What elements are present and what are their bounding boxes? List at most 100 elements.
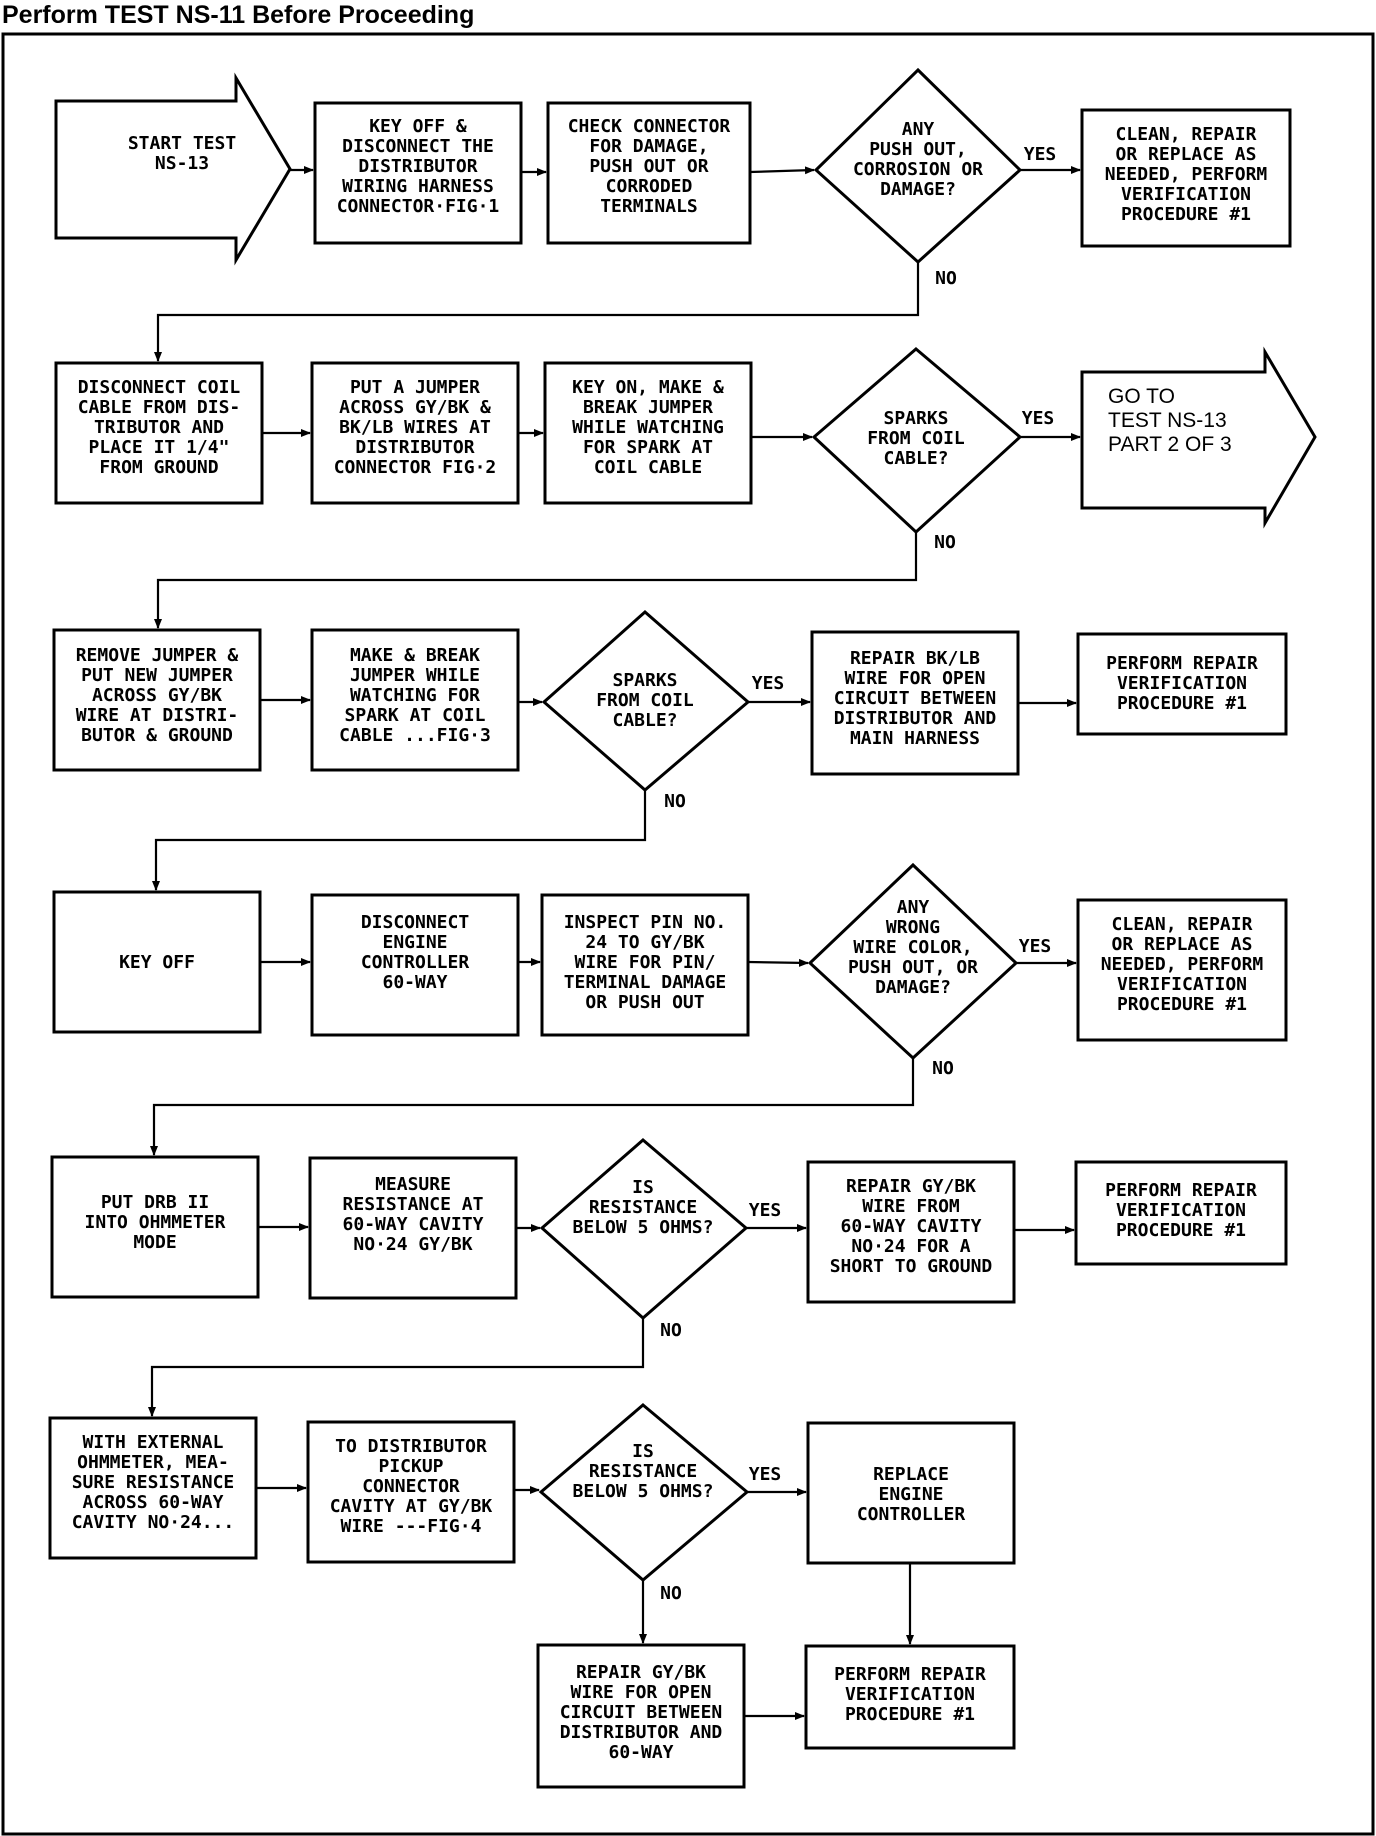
key-on-box: [543, 361, 753, 505]
text-line: NO·24 GY/BK: [353, 1234, 472, 1255]
outer-frame: [1, 32, 1375, 1836]
key-off-box: [52, 890, 262, 1034]
text-line: DISTRIBUTOR: [355, 437, 474, 458]
text-line: MODE: [133, 1232, 176, 1253]
no-label: NO: [934, 532, 956, 553]
no-label: NO: [664, 791, 686, 812]
text-line: OR REPLACE AS: [1116, 144, 1257, 165]
text-line: PLACE IT 1/4": [89, 437, 230, 458]
yes-label: YES: [1022, 408, 1055, 429]
text-line: 24 TO GY/BK: [585, 932, 704, 953]
text-line: BREAK JUMPER: [583, 397, 713, 418]
text-line: NS-13: [155, 153, 209, 174]
arrow-decision1-no: [154, 262, 920, 362]
text-line: IS: [632, 1441, 654, 1462]
yes-label: YES: [1024, 144, 1057, 165]
text-line: WIRE FROM: [862, 1196, 960, 1217]
put-jumper-box: [310, 361, 520, 505]
text-line: CORRODED: [606, 176, 693, 197]
text-line: TEST NS-13: [1108, 409, 1227, 432]
start-arrow-shape: [54, 72, 292, 266]
text-line: OHMMETER, MEA-: [77, 1452, 229, 1473]
text-line: PERFORM REPAIR: [1106, 653, 1258, 674]
arrow-decision3-no: [152, 790, 647, 891]
text-line: DISTRIBUTOR AND: [834, 708, 997, 729]
text-line: PICKUP: [378, 1456, 443, 1477]
yes-label: YES: [749, 1464, 782, 1485]
text-line: FROM COIL: [867, 428, 965, 449]
arrow-decision5-no: [148, 1318, 645, 1417]
text-line: WIRE FOR PIN/: [575, 952, 716, 973]
text-line: REPLACE: [873, 1464, 949, 1485]
text-line: PROCEDURE #1: [845, 1704, 975, 1725]
measure-resistance-box: [308, 1156, 518, 1300]
text-line: FROM COIL: [596, 690, 694, 711]
text-line: KEY OFF &: [369, 116, 467, 137]
no-label: NO: [935, 268, 957, 289]
make-break-box: [310, 628, 520, 772]
text-line: WIRE ---FIG·4: [341, 1516, 482, 1537]
inspect-pin-box: [540, 893, 750, 1037]
text-line: CORROSION OR: [853, 159, 983, 180]
repair-open-box: [536, 1643, 746, 1789]
clean-repair-box-2: [1076, 898, 1288, 1042]
key-off-text: KEY OFF: [119, 952, 195, 973]
text-line: VERIFICATION: [845, 1684, 975, 1705]
text-line: RESISTANCE: [589, 1461, 697, 1482]
text-line: DAMAGE?: [875, 977, 951, 998]
text-line: 60-WAY: [608, 1742, 673, 1763]
key-off-disconnect-box: [313, 101, 523, 245]
text-line: SPARKS: [612, 670, 677, 691]
text-line: WITH EXTERNAL: [83, 1432, 224, 1453]
repair-gybk-short-box: [806, 1160, 1016, 1304]
to-distributor-box: [306, 1420, 516, 1564]
text-line: CONTROLLER: [361, 952, 470, 973]
text-line: CABLE?: [612, 710, 677, 731]
disconnect-coil-box: [54, 361, 264, 505]
text-line: CHECK CONNECTOR: [568, 116, 731, 137]
text-line: OR REPLACE AS: [1112, 934, 1253, 955]
text-line: PERFORM REPAIR: [834, 1664, 986, 1685]
text-line: PUT NEW JUMPER: [81, 665, 233, 686]
text-line: FROM GROUND: [99, 457, 218, 478]
text-line: DAMAGE?: [880, 179, 956, 200]
page-title: Perform TEST NS-11 Before Proceeding: [2, 1, 474, 29]
disconnect-ec-box: [310, 893, 520, 1037]
text-line: SPARK AT COIL: [345, 705, 486, 726]
text-line: CONTROLLER: [857, 1504, 966, 1525]
text-line: WHILE WATCHING: [572, 417, 724, 438]
text-line: COIL CABLE: [594, 457, 702, 478]
text-line: SURE RESISTANCE: [72, 1472, 235, 1493]
text-line: CAVITY NO·24...: [72, 1512, 235, 1533]
text-line: CIRCUIT BETWEEN: [560, 1702, 723, 1723]
arrow-check-to-decision: [749, 166, 815, 175]
text-line: MEASURE: [375, 1174, 451, 1195]
arrow-decision4-no: [150, 1058, 915, 1156]
text-line: DISTRIBUTOR AND: [560, 1722, 723, 1743]
text-line: NEEDED, PERFORM: [1101, 954, 1264, 975]
text-line: CLEAN, REPAIR: [1116, 124, 1257, 145]
text-line: VERIFICATION: [1117, 673, 1247, 694]
text-line: ENGINE: [382, 932, 447, 953]
perform-repair-box-2: [1074, 1160, 1288, 1266]
text-line: IS: [632, 1177, 654, 1198]
text-line: REMOVE JUMPER &: [76, 645, 239, 666]
text-line: RESISTANCE AT: [343, 1194, 484, 1215]
